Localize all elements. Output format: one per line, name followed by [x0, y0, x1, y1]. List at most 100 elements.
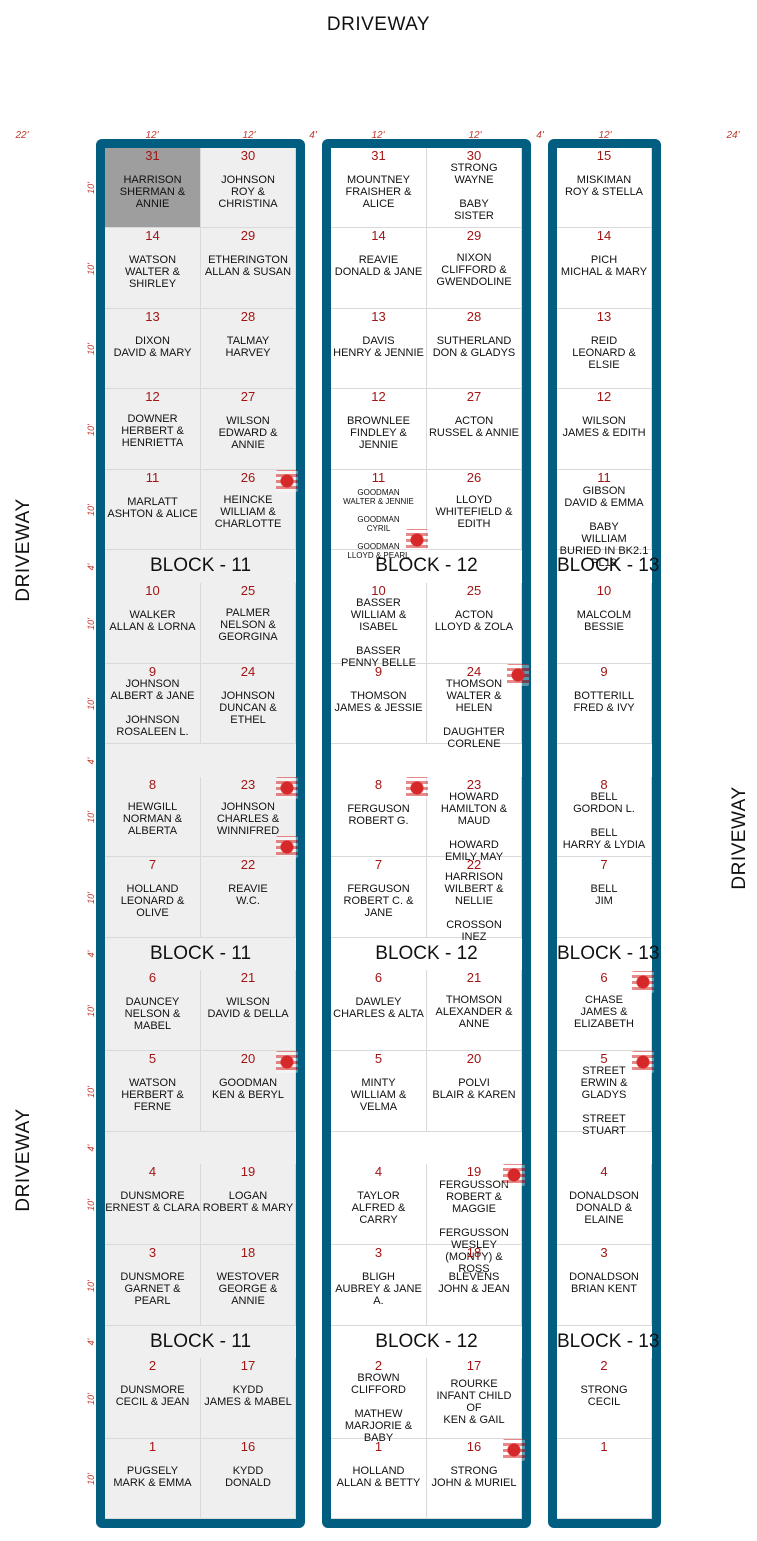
plot-names: DONALDSON BRIAN KENT — [569, 1271, 639, 1295]
width-dimension: 4' — [536, 130, 544, 141]
plot-number: 5 — [600, 1051, 608, 1066]
plot-names: MARLATT ASHTON & ALICE — [107, 496, 198, 520]
grave-marker-icon — [406, 529, 428, 551]
plot-number: 1 — [374, 1439, 383, 1454]
plot-names: JOHNSON ALBERT & JANE JOHNSON ROSALEEN L… — [110, 678, 195, 738]
plot-names: WALKER ALLAN & LORNA — [109, 609, 196, 633]
grave-marker-icon — [276, 1051, 298, 1073]
plot-number: 16 — [240, 1439, 256, 1454]
plot-names: HOLLAND LEONARD & OLIVE — [120, 883, 185, 919]
plot-number: 11 — [597, 470, 611, 485]
row-height-dimension: 10' — [86, 1085, 96, 1098]
plot-names: DAVIS HENRY & JENNIE — [333, 335, 424, 359]
plot-names: JOHNSON DUNCAN & ETHEL — [219, 690, 277, 726]
plot-names: DONALDSON DONALD & ELAINE — [569, 1190, 639, 1226]
plot-number: 5 — [374, 1051, 383, 1066]
row-height-dimension: 4' — [86, 950, 96, 958]
plot-number: 22 — [240, 857, 256, 872]
plot-number: 17 — [466, 1358, 482, 1373]
row-height-dimension: 10' — [86, 1392, 96, 1405]
plot-number: 11 — [371, 470, 386, 485]
plot-number: 26 — [466, 470, 482, 485]
plot-names: FERGUSSON ROBERT & MAGGIE FERGUSSON WESL… — [439, 1179, 509, 1275]
plot-names: BELL JIM — [590, 883, 618, 907]
plot-names: PICH MICHAL & MARY — [560, 254, 648, 278]
plot-names: REAVIE DONALD & JANE — [334, 254, 423, 278]
block-label-12-2: BLOCK - 12 — [375, 943, 478, 964]
plot-number: 14 — [596, 228, 612, 243]
plot-number: 1 — [148, 1439, 157, 1454]
plot-names: BLIGH AUBREY & JANE A. — [335, 1271, 422, 1307]
plot-names: REID LEONARD & ELSIE — [572, 335, 636, 371]
block-label-11-1: BLOCK - 11 — [149, 555, 252, 576]
grave-marker-icon — [632, 1051, 654, 1073]
plot-number: 13 — [371, 309, 386, 324]
plot-names: GOODMAN KEN & BERYL — [212, 1077, 284, 1101]
plot-names: JOHNSON CHARLES & WINNIFRED — [216, 801, 280, 837]
plot-names: HARRISON SHERMAN & ANNIE — [119, 174, 186, 210]
plot-names: ACTON RUSSEL & ANNIE — [428, 415, 520, 439]
plot-number: 3 — [374, 1245, 383, 1260]
block-label-13-1: BLOCK - 13 — [557, 555, 660, 576]
plot-names: HOLLAND ALLAN & BETTY — [336, 1465, 421, 1489]
plot-names: HEWGILL NORMAN & ALBERTA — [122, 801, 183, 837]
plot-number: 27 — [466, 389, 482, 404]
plot-number: 2 — [600, 1358, 608, 1373]
plot-names: BELL GORDON L. BELL HARRY & LYDIA — [562, 791, 646, 851]
plot-names: MALCOLM BESSIE — [576, 609, 632, 633]
grave-marker-icon — [632, 971, 654, 993]
plot-names: GOODMAN WALTER & JENNIE GOODMAN CYRIL GO… — [343, 488, 414, 560]
plot-names: DUNSMORE GARNET & PEARL — [120, 1271, 185, 1307]
plot-names: CHASE JAMES & ELIZABETH — [574, 994, 634, 1030]
row-height-dimension: 4' — [86, 563, 96, 570]
plot-number: 24 — [240, 664, 256, 679]
plot-number: 2 — [148, 1358, 157, 1373]
plot-number: 12 — [371, 389, 386, 404]
row-height-dimension: 4' — [86, 1144, 96, 1152]
plot-names: STRONG WAYNE BABY SISTER — [450, 162, 498, 222]
plot-names: SUTHERLAND DON & GLADYS — [432, 335, 516, 359]
plot-number: 10 — [371, 583, 386, 598]
row-height-dimension: 10' — [86, 698, 96, 710]
grave-marker-icon — [276, 836, 298, 858]
plot-names: KYDD DONALD — [225, 1465, 271, 1489]
row-height-dimension: 10' — [86, 182, 96, 194]
plot-number: 16 — [466, 1439, 482, 1454]
plot-names: WATSON HERBERT & FERNE — [121, 1077, 184, 1113]
grave-marker-icon — [507, 664, 529, 686]
row-height-dimension: 10' — [86, 1473, 96, 1485]
plot-number: 31 — [371, 148, 386, 163]
plot-names: DUNSMORE CECIL & JEAN — [115, 1384, 190, 1408]
plot-names: HOWARD HAMILTON & MAUD HOWARD EMILY MAY — [440, 791, 508, 863]
plot-names: PUGSELY MARK & EMMA — [113, 1465, 192, 1489]
plot-number: 20 — [240, 1051, 256, 1066]
width-dimension: 12' — [468, 130, 482, 141]
plot-number: 19 — [240, 1164, 256, 1179]
